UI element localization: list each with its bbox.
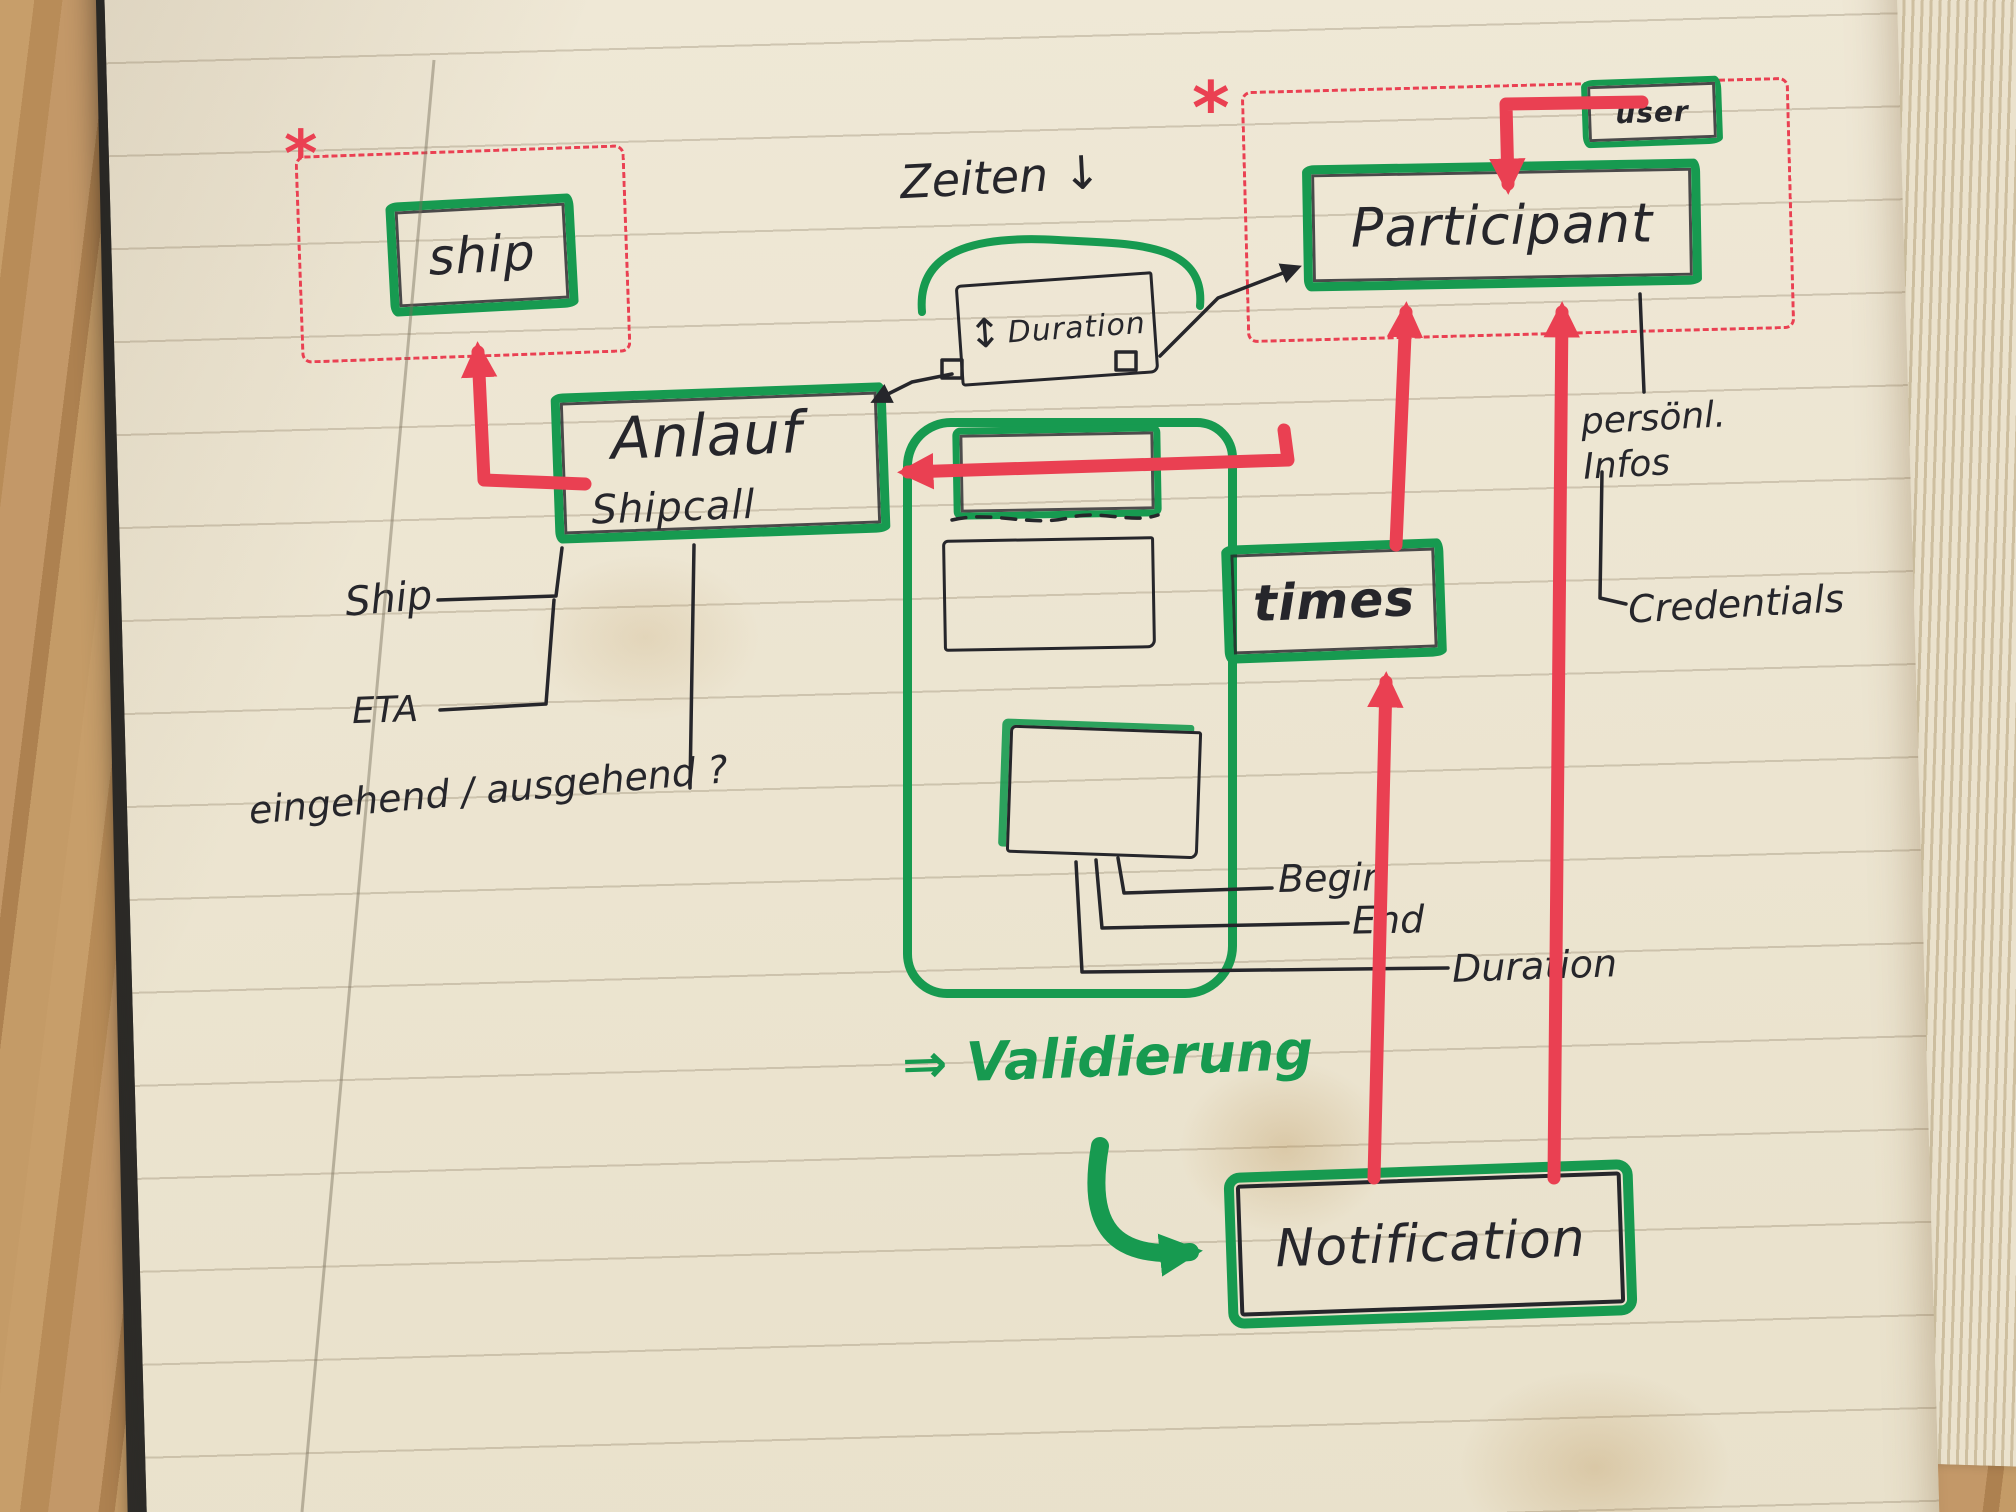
black-arrow-duration-to-participant — [1158, 263, 1302, 358]
ship-attr-connector — [436, 546, 564, 602]
red-arrow-times-to-participant — [1386, 301, 1424, 552]
coffee-stain — [1180, 1060, 1390, 1235]
begin-attr-connector — [1116, 856, 1274, 895]
green-bracket-over-duration — [917, 235, 1205, 316]
red-arrow-user-to-participant — [1489, 95, 1649, 195]
asterisk-left: * — [284, 118, 318, 192]
red-arrow-shipcall-to-ship — [461, 341, 592, 491]
coffee-stain — [530, 555, 760, 720]
black-arrow-duration-to-shipcall — [870, 372, 954, 403]
infos-credentials-connector — [1598, 470, 1628, 606]
red-arrow-notification-to-participant — [1543, 301, 1580, 1185]
inout-attr-connector — [688, 543, 696, 790]
validation-group-outline — [903, 418, 1237, 998]
eta-attr-connector — [438, 598, 556, 712]
red-arrow-into-shipcall — [897, 423, 1295, 490]
end-attr-connector — [1094, 858, 1350, 930]
duration-handle-left — [940, 358, 964, 380]
asterisk-right: * — [1192, 66, 1230, 150]
duration-handle-right — [1114, 350, 1138, 372]
participant-infos-connector — [1638, 292, 1646, 394]
green-arrow-to-notification — [1087, 1137, 1203, 1277]
duration-attr-connector — [1074, 860, 1450, 974]
red-arrow-notification-to-times — [1367, 671, 1404, 1185]
margin-line — [300, 59, 436, 1512]
dashed-squiggle — [950, 513, 1160, 523]
